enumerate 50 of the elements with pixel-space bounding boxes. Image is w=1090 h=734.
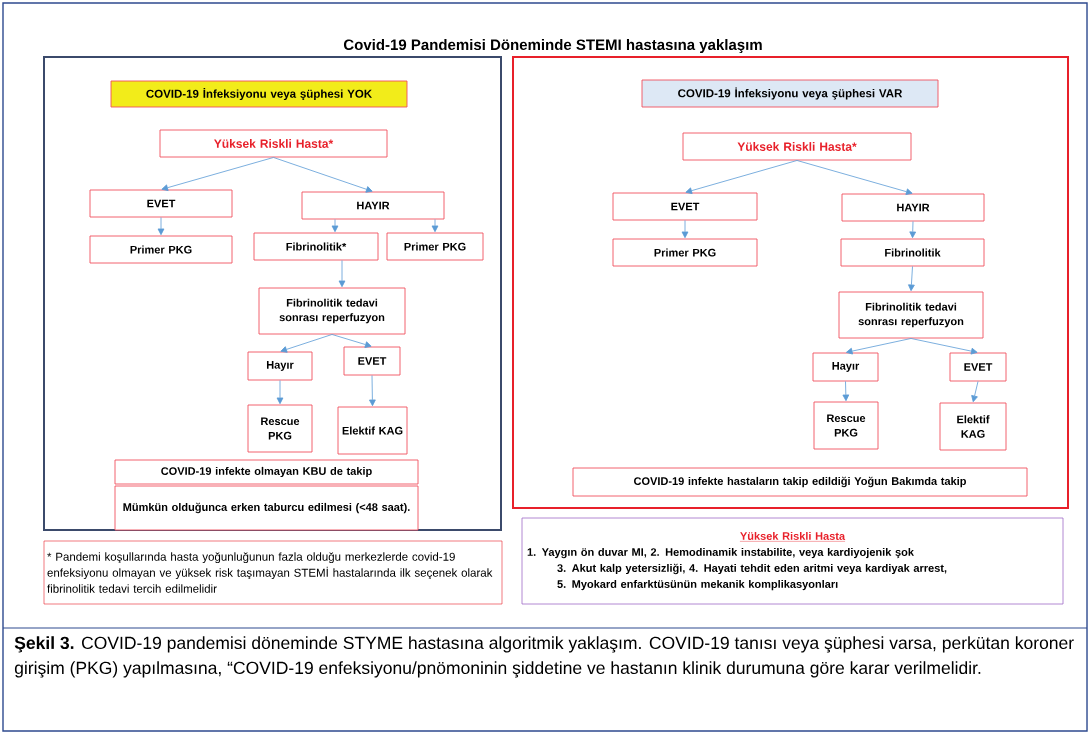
arrow: [280, 334, 333, 353]
panel-frame: [512, 56, 1069, 509]
process-box: HAYIR: [301, 191, 445, 220]
footnote-box: * Pandemi koşullarında hasta yoğunluğunun fazla olduğu merkezlerde covid-19 enfeksiyonu olmayan ve yüksek risk taşımayan STEMİ hastalarında ilk seçenek olarak fibrinolitik tedavi tercih edilmelidir: [43, 540, 503, 605]
caption: Şekil 3. COVID-19 pandemisi döneminde STYME hastasına algoritmik yaklaşım. COVID-19 tanısı veya şüphesi varsa, perkütan koroner girişim (PKG) yapılmasına, “COVID-19 enfeksiyonu/pnömoninin şiddetine ve hastanın klinik durumuna göre karar verilmelidir.: [14, 636, 1074, 678]
process-box: EVET: [612, 192, 758, 221]
process-box: COVID-19 infekte hastaların takip edildiği Yoğun Bakımda takip: [572, 467, 1028, 497]
process-box: COVID-19 infekte olmayan KBU de takip: [114, 459, 419, 485]
process-box: Mümkün olduğunca erken taburcu edilmesi (<48 saat).: [114, 485, 419, 531]
process-box: Hayır: [812, 352, 879, 382]
process-box: Fibrinolitik tedavi sonrası reperfuzyon: [258, 287, 406, 335]
process-box: Rescue PKG: [813, 401, 879, 450]
process-box: EVET: [949, 352, 1007, 382]
arrow: [681, 220, 689, 239]
arrow: [846, 338, 912, 355]
arrow: [338, 260, 346, 288]
arrow: [273, 157, 373, 193]
arrow: [431, 219, 439, 233]
header-box: COVID-19 İnfeksiyonu veya şüphesi VAR: [641, 79, 939, 108]
header-box: COVID-19 İnfeksiyonu veya şüphesi YOK: [110, 80, 408, 108]
process-box: EVET: [89, 189, 233, 218]
arrow: [842, 381, 850, 402]
title: Covid-19 Pandemisi Döneminde STEMI hastasına yaklaşım: [343, 39, 762, 53]
process-box: Rescue PKG: [247, 404, 313, 453]
process-box: Elektif KAG: [939, 402, 1007, 451]
process-box: EVET: [343, 346, 401, 376]
process-box: Fibrinolitik: [840, 238, 985, 267]
process-box: Yüksek Riskli Hasta*: [682, 132, 912, 161]
arrow: [910, 338, 978, 355]
arrow: [369, 375, 376, 407]
arrow: [276, 380, 284, 405]
arrow: [796, 160, 913, 195]
arrow: [971, 381, 979, 403]
arrow: [908, 266, 915, 292]
process-box: Fibrinolitik tedavi sonrası reperfuzyon: [838, 291, 984, 339]
process-box: Hayır: [247, 351, 313, 381]
process-box: HAYIR: [841, 193, 985, 222]
arrow: [685, 160, 798, 194]
process-box: Yüksek Riskli Hasta*: [159, 129, 388, 158]
process-box: Primer PKG: [612, 238, 758, 267]
arrow: [157, 217, 165, 236]
arrow: [161, 157, 274, 191]
arrow: [909, 221, 917, 239]
list-box: Yüksek Riskli Hasta 1. Yaygın ön duvar MI, 2. Hemodinamik instabilite, veya kardiyojenik şok 3. Akut kalp yetersizliği, 4. Hayati tehdit eden aritmi veya kardiyak arrest, 5. Myokard enfarktüsünün mekanik komplikasyonları: [521, 517, 1064, 605]
arrow: [331, 334, 372, 348]
process-box: Elektif KAG: [337, 406, 408, 455]
process-box: Fibrinolitik*: [253, 232, 379, 261]
process-box: Primer PKG: [89, 235, 233, 264]
process-box: Primer PKG: [386, 232, 484, 261]
arrow: [331, 219, 339, 233]
